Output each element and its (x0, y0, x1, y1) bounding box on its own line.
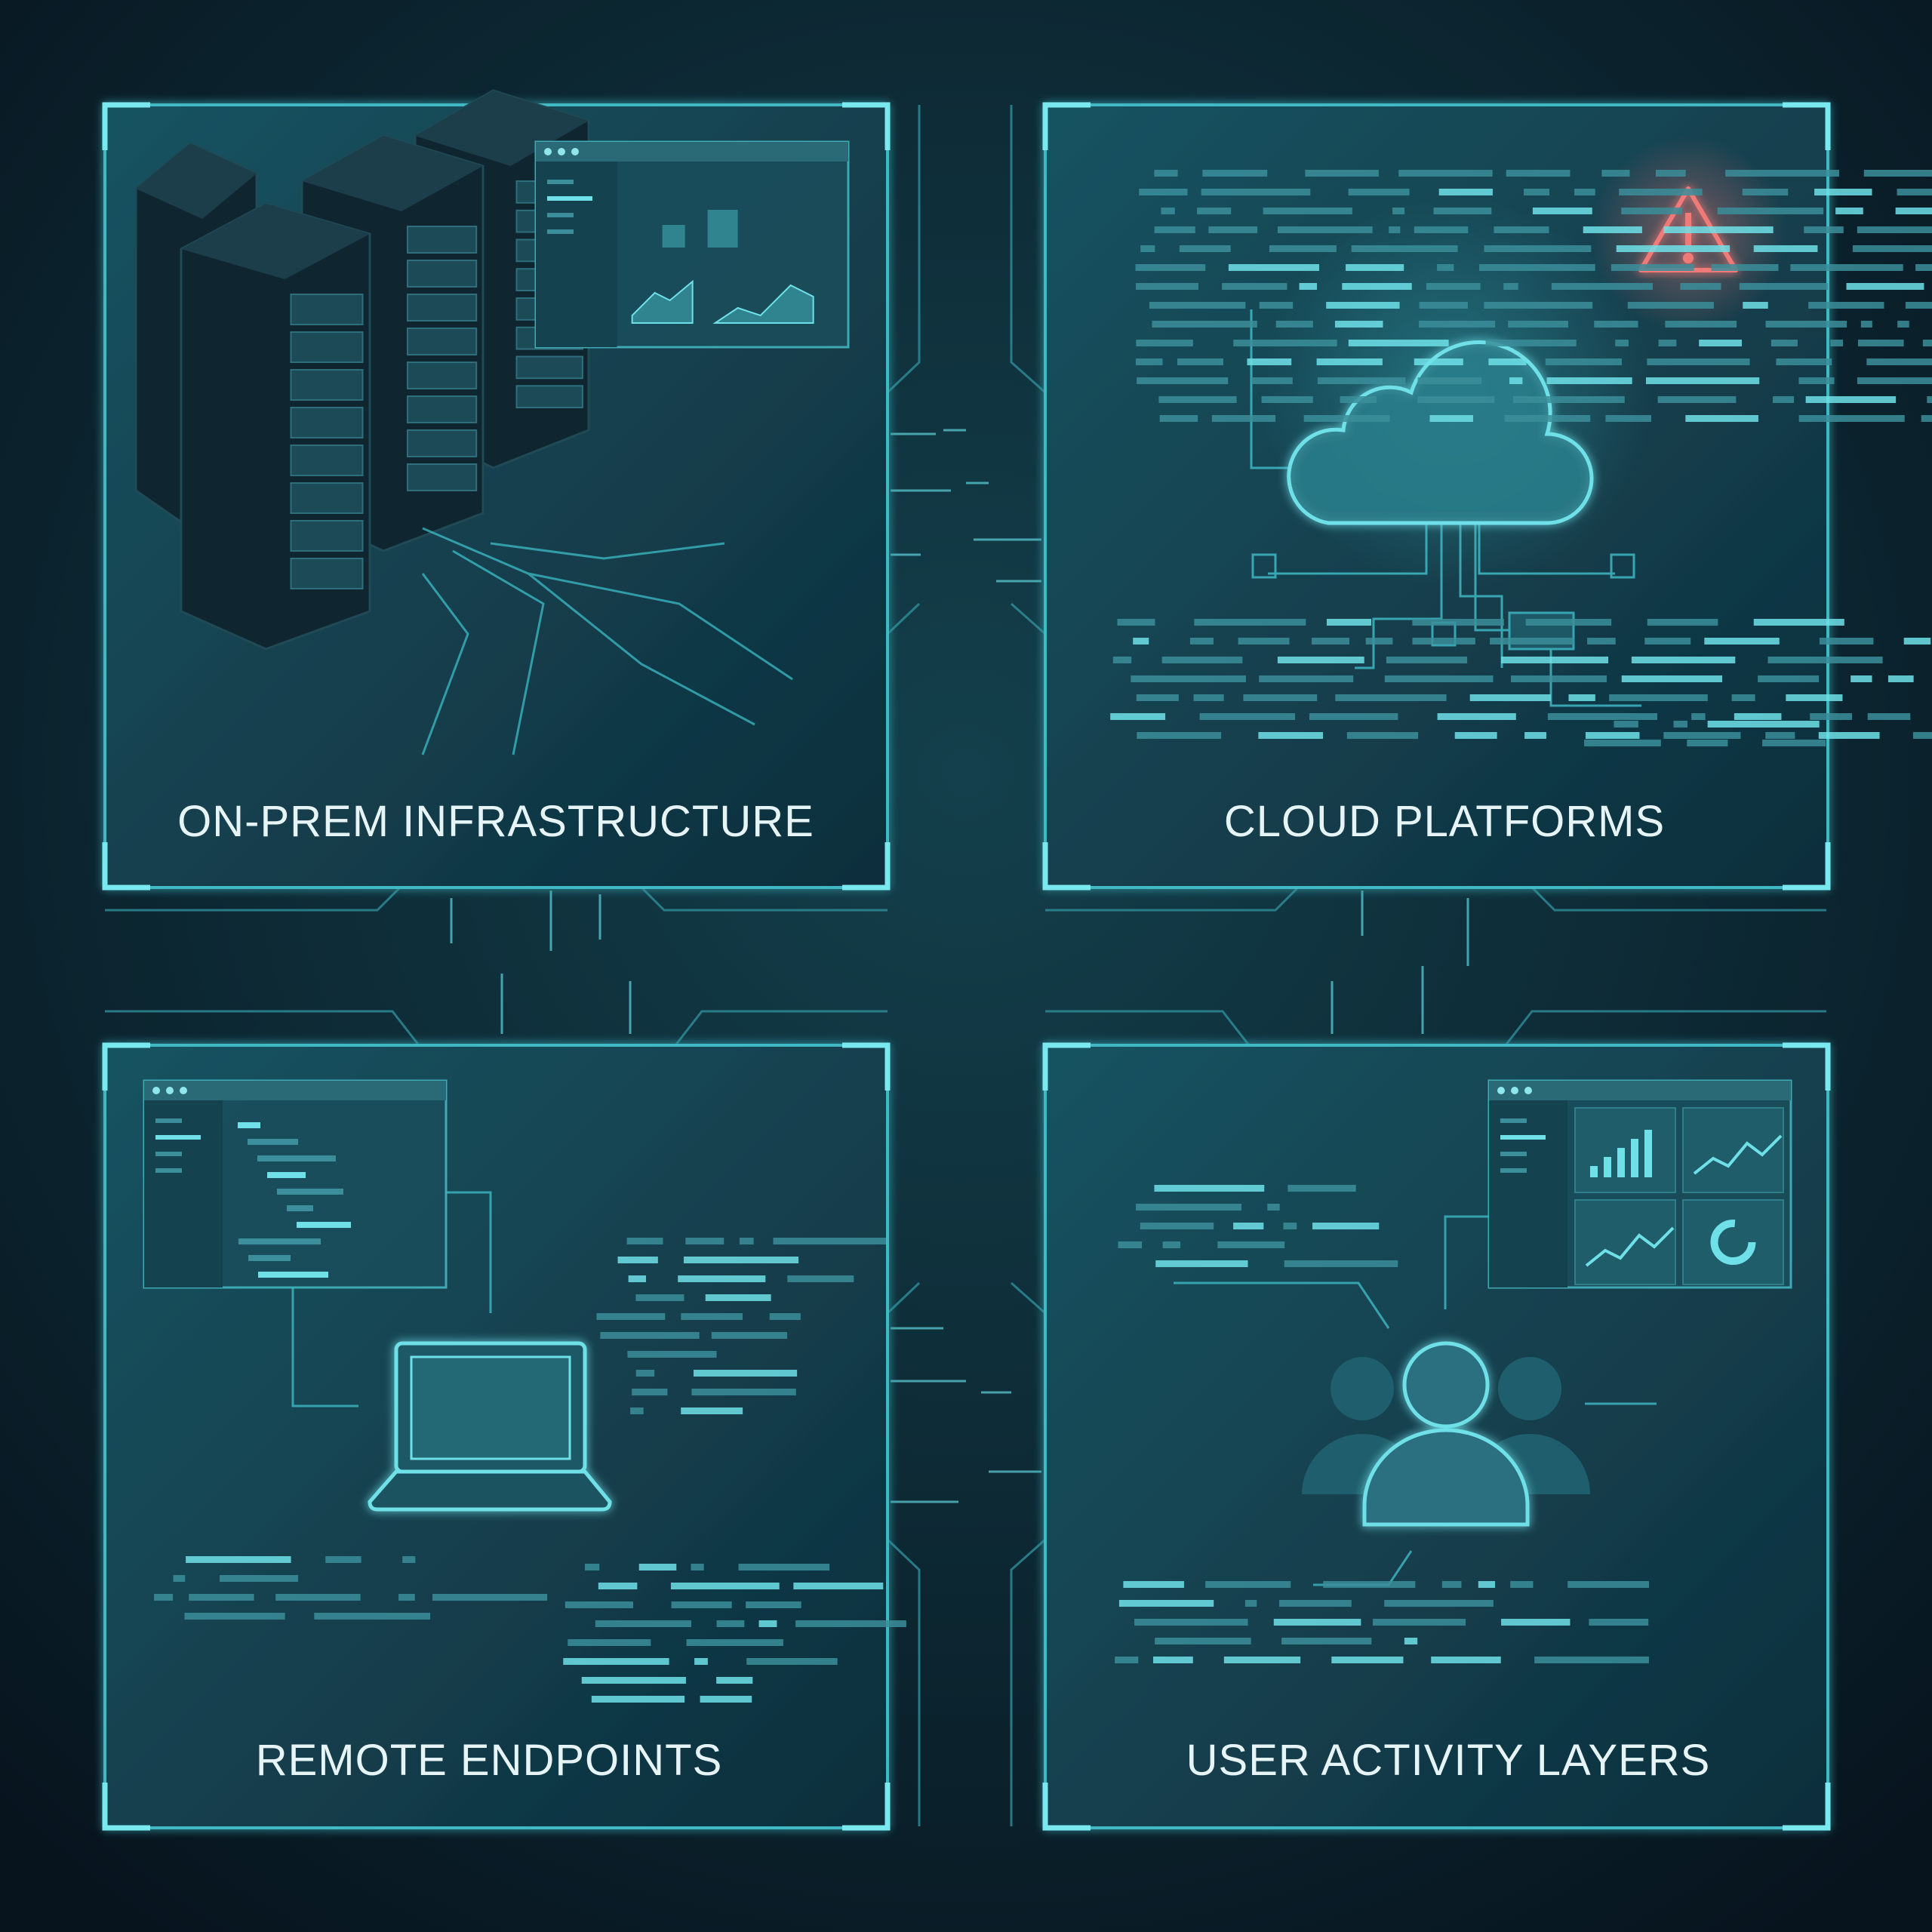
laptop-icon (368, 1341, 612, 1512)
analytics-dashboard-icon (1487, 1079, 1792, 1289)
remote-illustration (143, 1079, 612, 1512)
panel-label-on-prem: ON-PREM INFRASTRUCTURE (177, 797, 814, 846)
code-window-icon (143, 1079, 448, 1289)
circuit-traces (421, 527, 793, 755)
panel-label-cloud: CLOUD PLATFORMS (1224, 797, 1665, 846)
panel-label-user-activity: USER ACTIVITY LAYERS (1186, 1736, 1711, 1785)
user-activity-illustration (1174, 1079, 1792, 1586)
server-rack-icon (134, 89, 590, 651)
panel-label-remote: REMOTE ENDPOINTS (256, 1736, 723, 1785)
cloud-icon (1287, 340, 1594, 525)
users-icon (1302, 1341, 1590, 1527)
log-lines (154, 170, 1932, 1703)
data-streaks (450, 429, 1469, 1503)
connector-lines (105, 105, 1826, 1826)
on-prem-illustration (134, 89, 850, 755)
dashboard-icon (534, 140, 850, 349)
